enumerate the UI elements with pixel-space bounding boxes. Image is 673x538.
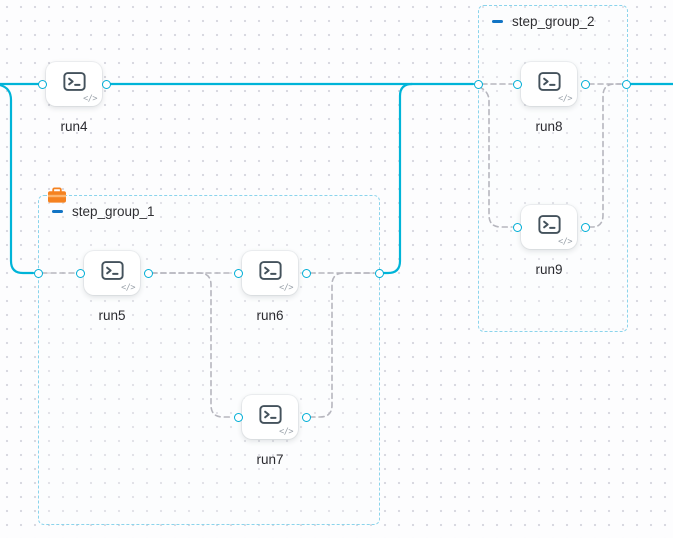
port-group2-in[interactable] [473,79,483,89]
port-run8-out[interactable] [580,79,590,89]
edge-step-group-1-to-step-group-2 [381,82,414,275]
port-run6-out[interactable] [301,268,311,278]
port-run9-in[interactable] [512,222,522,232]
port-run4-in[interactable] [37,79,47,89]
group-header: step_group_1 [39,196,379,227]
terminal-icon [61,68,88,100]
node-label: run6 [256,308,284,323]
code-badge: </> [121,283,135,293]
terminal-icon [536,211,563,243]
port-group2-out[interactable] [621,79,631,89]
group-step-group-2[interactable]: step_group_2 [478,5,628,332]
node-run7[interactable]: </> run7 [242,395,298,467]
group-title: step_group_2 [512,14,595,29]
node-label: run9 [535,262,563,277]
code-badge: </> [279,283,293,293]
code-badge: </> [558,94,572,104]
node-label: run7 [256,452,284,467]
step-card[interactable]: </> [84,251,140,295]
node-run6[interactable]: </> run6 [242,251,298,323]
port-run5-in[interactable] [75,268,85,278]
node-label: run4 [60,119,88,134]
node-run4[interactable]: </> run4 [46,62,102,134]
step-card[interactable]: </> [242,395,298,439]
port-run4-out[interactable] [101,79,111,89]
collapse-icon[interactable] [51,205,64,218]
group-step-group-1[interactable]: step_group_1 [38,187,380,525]
node-label: run8 [535,119,563,134]
code-badge: </> [558,237,572,247]
step-card[interactable]: </> [521,205,577,249]
terminal-icon [257,401,284,433]
terminal-icon [536,68,563,100]
port-run9-out[interactable] [580,222,590,232]
step-card[interactable]: </> [242,251,298,295]
port-run7-out[interactable] [301,412,311,422]
toolbox-icon [47,187,67,209]
port-run5-out[interactable] [143,268,153,278]
node-run9[interactable]: </> run9 [521,205,577,277]
edge-input-to-step-group-1 [0,83,35,275]
terminal-icon [257,257,284,289]
code-badge: </> [279,427,293,437]
node-run8[interactable]: </> run8 [521,62,577,134]
port-run8-in[interactable] [512,79,522,89]
step-card[interactable]: </> [521,62,577,106]
port-group1-out[interactable] [374,268,384,278]
port-run7-in[interactable] [233,412,243,422]
group-title: step_group_1 [72,204,155,219]
port-group1-in[interactable] [33,268,43,278]
collapse-icon[interactable] [491,15,504,28]
terminal-icon [99,257,126,289]
step-card[interactable]: </> [46,62,102,106]
group-header: step_group_2 [479,6,627,37]
code-badge: </> [83,94,97,104]
node-run5[interactable]: </> run5 [84,251,140,323]
port-run6-in[interactable] [233,268,243,278]
node-label: run5 [98,308,126,323]
